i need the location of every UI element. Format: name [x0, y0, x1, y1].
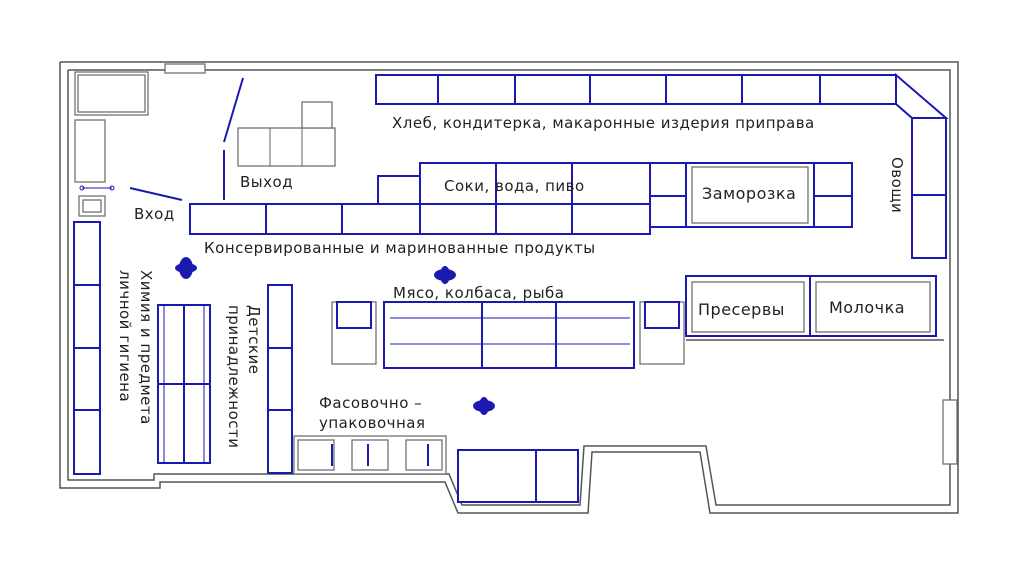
bread-label: Хлеб, кондитерка, макаронные издерия при…	[392, 114, 815, 132]
kids-shelf	[267, 284, 293, 474]
bottom-shelf	[457, 449, 579, 503]
dairy-label: Молочка	[829, 298, 905, 317]
chemistry-shelf	[73, 221, 101, 475]
juices-label: Соки, вода, пиво	[444, 177, 585, 195]
canned-label: Консервированные и маринованные продукты	[204, 239, 596, 257]
chemistry-label-line1: Химия и предмета	[137, 270, 155, 425]
kids-label-line1: Детские	[245, 305, 263, 374]
person-icon	[175, 257, 197, 279]
packing-label-line1: Фасовочно –	[319, 394, 422, 412]
preserves-dairy-shelf	[685, 275, 944, 341]
entrance-area	[74, 71, 336, 217]
canned-shelf	[189, 203, 651, 235]
bread-shelf	[375, 72, 949, 119]
vegetables-label: Овощи	[888, 157, 906, 213]
person-icon	[473, 397, 495, 415]
kids-label-line2: принадлежности	[225, 305, 243, 449]
chemistry-label-line2: личной гигиена	[116, 270, 134, 402]
preserves-label: Пресервы	[698, 300, 785, 319]
meat-label: Мясо, колбаса, рыба	[393, 284, 564, 302]
person-icon	[434, 266, 456, 284]
meat-counter	[331, 301, 685, 369]
exit-label: Выход	[240, 173, 293, 191]
center-double-shelf	[157, 304, 211, 464]
outer-walls	[59, 61, 959, 514]
vegetables-shelf	[911, 117, 947, 259]
frozen-label: Заморозка	[702, 184, 796, 203]
packing-label-line2: упаковочная	[319, 414, 426, 432]
packing-station	[293, 435, 447, 475]
entrance-label: Вход	[134, 205, 175, 223]
